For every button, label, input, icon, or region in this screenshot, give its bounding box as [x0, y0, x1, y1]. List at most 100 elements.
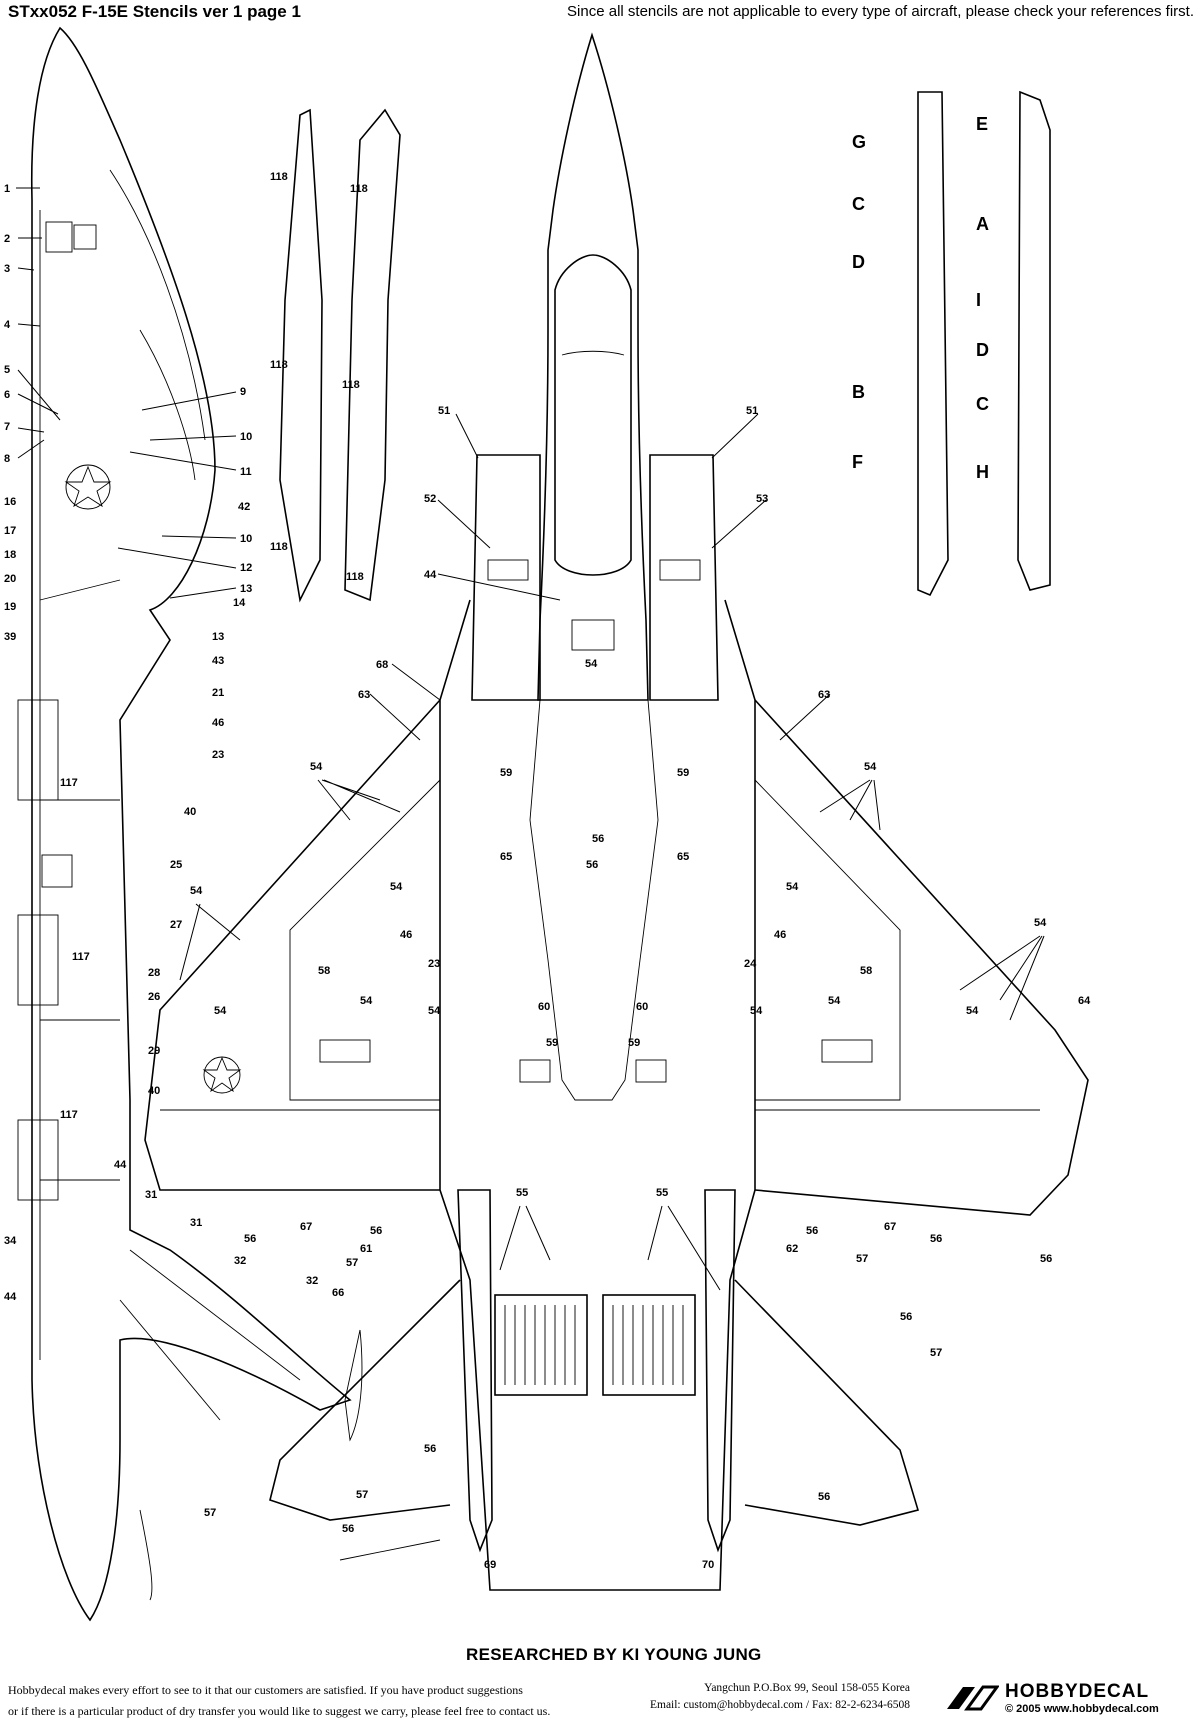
pylon-labels: 118 118 118 118 118 118 [270, 171, 368, 583]
callout-46tb: 46 [774, 929, 786, 941]
callout-4: 4 [4, 319, 11, 331]
callout-6: 6 [4, 389, 10, 401]
leader-lines [16, 187, 1045, 1291]
callout-51: 51 [438, 405, 450, 417]
callout-19: 19 [4, 601, 16, 613]
callout-10: 10 [240, 431, 252, 443]
callout-40: 40 [184, 806, 196, 818]
callout-39: 39 [4, 631, 16, 643]
side-view-labels: 1 2 3 4 5 6 7 8 9 10 11 42 10 12 13 14 1… [4, 183, 344, 1303]
callout-46: 46 [212, 717, 224, 729]
callout-55: 55 [516, 1187, 528, 1199]
letter-a: A [976, 214, 989, 234]
callout-34: 34 [4, 1235, 17, 1247]
letter-d: D [852, 252, 865, 272]
callout-26: 26 [148, 991, 160, 1003]
callout-56i: 56 [900, 1311, 912, 1323]
callout-54d: 54 [390, 881, 403, 893]
hobbydecal-logo-icon [947, 1685, 999, 1711]
callout-57c: 57 [930, 1347, 942, 1359]
callout-31b: 31 [190, 1217, 202, 1229]
callout-56: 56 [592, 833, 604, 845]
postal-address: Yangchun P.O.Box 99, Seoul 158-055 Korea [704, 1682, 910, 1694]
letter-b: B [852, 382, 865, 402]
callout-28: 28 [148, 967, 160, 979]
callout-54j: 54 [214, 1005, 227, 1017]
callout-53: 53 [756, 493, 768, 505]
callout-67: 67 [300, 1221, 312, 1233]
callout-68: 68 [376, 659, 388, 671]
footer-line-1: Hobbydecal makes every effort to see to … [8, 1683, 523, 1697]
callout-54i: 54 [828, 995, 841, 1007]
callout-17: 17 [4, 525, 16, 537]
callout-54c: 54 [864, 761, 877, 773]
callout-42: 42 [238, 501, 250, 513]
callout-51b: 51 [746, 405, 758, 417]
callout-59b: 59 [677, 767, 689, 779]
callout-56e: 56 [370, 1225, 382, 1237]
callout-23: 23 [212, 749, 224, 761]
callout-54l: 54 [428, 1005, 441, 1017]
callout-23t: 23 [428, 958, 440, 970]
callout-59d: 59 [628, 1037, 640, 1049]
footer-line-2: or if there is a particular product of d… [8, 1704, 551, 1718]
store-letters: G C D B F E A I D C H [852, 114, 989, 482]
callout-117c: 117 [60, 1109, 78, 1121]
callout-118a: 118 [270, 171, 288, 183]
letter-h: H [976, 462, 989, 482]
callout-67b: 67 [884, 1221, 896, 1233]
callout-65: 65 [500, 851, 512, 863]
callout-54k: 54 [966, 1005, 979, 1017]
callout-118f: 118 [346, 571, 364, 583]
callout-56d: 56 [930, 1233, 942, 1245]
callout-32: 32 [234, 1255, 246, 1267]
callout-60: 60 [538, 1001, 550, 1013]
brand-copyright: © 2005 www.hobbydecal.com [1005, 1703, 1159, 1715]
callout-57e: 57 [356, 1489, 368, 1501]
callout-118e: 118 [270, 541, 288, 553]
callout-46t: 46 [400, 929, 412, 941]
callout-56h: 56 [424, 1443, 436, 1455]
callout-54e: 54 [786, 881, 799, 893]
contact-block: Yangchun P.O.Box 99, Seoul 158-055 Korea… [620, 1680, 910, 1714]
callout-56c: 56 [244, 1233, 256, 1245]
callout-54b: 54 [310, 761, 323, 773]
callout-54a: 54 [585, 658, 598, 670]
callout-32b: 32 [306, 1275, 318, 1287]
callout-3: 3 [4, 263, 10, 275]
callout-64: 64 [1078, 995, 1091, 1007]
letter-i: I [976, 290, 981, 310]
callout-44t: 44 [424, 569, 437, 581]
top-view [144, 32, 1089, 1591]
callout-27: 27 [170, 919, 182, 931]
callout-58: 58 [318, 965, 330, 977]
callout-31: 31 [145, 1189, 157, 1201]
callout-25: 25 [170, 859, 182, 871]
callout-60b: 60 [636, 1001, 648, 1013]
callout-5: 5 [4, 364, 10, 376]
callout-20: 20 [4, 573, 16, 585]
callout-29: 29 [148, 1045, 160, 1057]
callout-56g: 56 [1040, 1253, 1052, 1265]
callout-9: 9 [240, 386, 246, 398]
callout-54m: 54 [750, 1005, 763, 1017]
callout-40b: 40 [148, 1085, 160, 1097]
letter-f: F [852, 452, 863, 472]
callout-59: 59 [500, 767, 512, 779]
callout-118c: 118 [270, 359, 288, 371]
letter-d2: D [976, 340, 989, 360]
callout-54h: 54 [360, 995, 373, 1007]
callout-56j: 56 [342, 1523, 354, 1535]
brand-name: HOBBYDECAL [1005, 1681, 1150, 1702]
callout-57f: 56 [818, 1491, 830, 1503]
callout-56f: 56 [806, 1225, 818, 1237]
callout-44b: 44 [4, 1291, 17, 1303]
callout-54g: 54 [1034, 917, 1047, 929]
letter-c: C [852, 194, 865, 214]
callout-1: 1 [4, 183, 10, 195]
callout-118d: 118 [342, 379, 360, 391]
callout-24: 24 [744, 958, 757, 970]
callout-118b: 118 [350, 183, 368, 195]
callout-61: 61 [360, 1243, 372, 1255]
